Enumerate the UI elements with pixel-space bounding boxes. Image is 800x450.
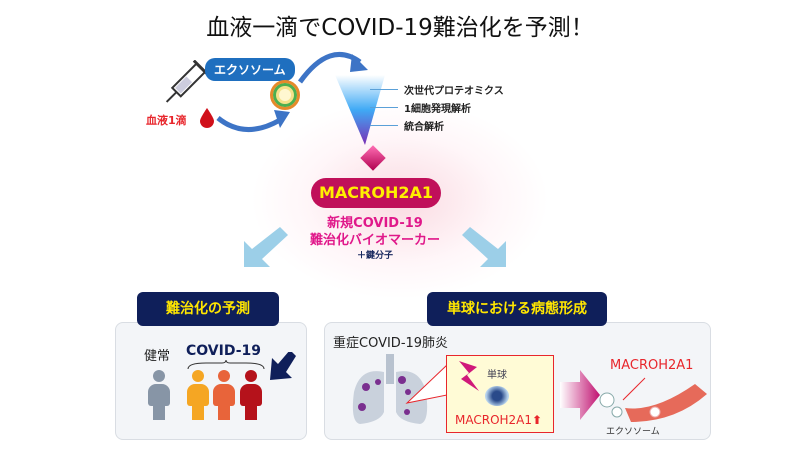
callout-pointer — [405, 363, 448, 404]
arrow-down-left — [244, 227, 288, 267]
blood-drop-icon — [200, 108, 214, 128]
arrow-blood-to-exosome — [216, 116, 282, 132]
analysis-item: 次世代プロテオミクス — [404, 85, 504, 97]
monocyte-box: 単球 MACROH2A1⬆ — [446, 355, 554, 433]
analysis-item: 統合解析 — [404, 121, 444, 133]
analysis-list: 次世代プロテオミクス 1細胞発現解析 統合解析 — [370, 80, 504, 134]
pathology-title: 単球における病態形成 — [427, 292, 607, 326]
blood-drop-label: 血液1滴 — [146, 114, 187, 127]
patient-person-icon — [187, 370, 209, 420]
marker-label: MACROH2A1 — [610, 358, 694, 373]
healthy-person-icon — [148, 370, 170, 420]
marker-desc-1: 新規COVID-19 — [327, 216, 423, 231]
marker-note: ＋鍵分子 — [356, 251, 393, 261]
syringe-icon — [165, 60, 210, 103]
healthy-label: 健常 — [144, 349, 171, 364]
pathology-subtitle: 重症COVID-19肺炎 — [333, 336, 449, 351]
analysis-item: 1細胞発現解析 — [404, 103, 471, 115]
group-brace — [187, 360, 265, 370]
monocyte-marker-up: MACROH2A1⬆ — [455, 413, 542, 427]
patient-person-icon — [213, 370, 235, 420]
monocyte-marker: MACROH2A1 — [455, 413, 533, 427]
flow-arrows — [216, 51, 368, 132]
prediction-panel — [115, 322, 307, 440]
analysis-funnel — [335, 75, 385, 145]
exosome-callout: エクソソーム — [205, 58, 295, 81]
vessel-exosome-icon — [599, 377, 707, 422]
marker-desc-2: 難治化バイオマーカー — [309, 233, 440, 248]
arrow-down-right — [462, 227, 506, 267]
covid-label: COVID-19 — [186, 343, 262, 359]
prediction-title: 難治化の予測 — [137, 292, 279, 326]
exosome-icon — [270, 80, 300, 110]
page-title: 血液一滴でCOVID-19難治化を予測！ — [206, 15, 594, 41]
up-arrow-icon: ⬆ — [532, 413, 543, 427]
severe-patient-icon — [240, 370, 262, 420]
exosome-label: エクソソーム — [606, 427, 660, 437]
lightning-icon — [459, 361, 479, 391]
pointer-arrow-icon — [270, 352, 296, 380]
arrow-right-icon — [560, 370, 600, 420]
monocyte-label: 単球 — [487, 370, 507, 381]
marker-badge: MACROH2A1 — [311, 178, 441, 208]
lungs-icon — [352, 354, 428, 424]
monocyte-icon — [485, 386, 509, 406]
